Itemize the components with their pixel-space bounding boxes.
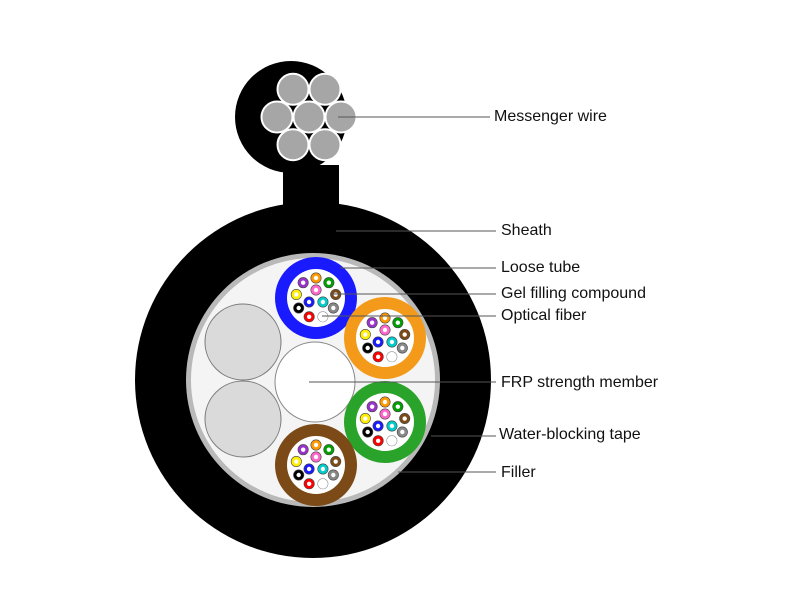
fiber-core [389, 438, 395, 443]
fiber-core [395, 404, 401, 409]
fiber-core [369, 320, 375, 325]
fiber-core [326, 447, 332, 452]
fiber-core [402, 416, 407, 421]
fiber-core [402, 332, 407, 337]
label-frp-strength-member: FRP strength member [501, 374, 659, 391]
fiber-core [320, 466, 326, 472]
fiber-core [375, 339, 381, 345]
fiber-core [306, 466, 312, 472]
fiber-core [320, 481, 326, 486]
messenger-strand [308, 72, 342, 106]
fiber-core [320, 314, 326, 319]
label-filler: Filler [501, 464, 536, 481]
messenger-strand [276, 128, 310, 162]
fiber-core [400, 345, 405, 351]
fiber-core [365, 429, 370, 435]
fiber-core [375, 354, 381, 359]
fiber-core [300, 447, 306, 452]
fiber-core [382, 399, 388, 405]
fiber-core [400, 429, 405, 435]
fiber-core [363, 332, 368, 337]
fiber-core [313, 275, 319, 281]
fiber-core [313, 454, 319, 460]
fiber-core [331, 472, 336, 478]
filler [204, 380, 282, 458]
fiber-core [369, 404, 375, 409]
fiber-core [363, 416, 368, 421]
fiber-core [382, 327, 388, 333]
label-optical-fiber: Optical fiber [501, 307, 587, 324]
fiber-core [382, 315, 388, 321]
filler [204, 303, 282, 381]
fiber-core [313, 287, 319, 293]
messenger-strand [308, 128, 342, 162]
fiber-core [300, 280, 306, 285]
fiber-core [389, 423, 395, 429]
messenger-strand [276, 72, 310, 106]
fiber-core [382, 411, 388, 417]
fiber-core [320, 299, 326, 305]
fiber-core [306, 481, 312, 486]
fiber-core [389, 354, 395, 359]
fiber-core [365, 345, 370, 351]
label-water-blocking-tape: Water-blocking tape [499, 426, 641, 443]
messenger-strand [292, 100, 326, 134]
fiber-core [331, 305, 336, 311]
fiber-core [333, 459, 338, 464]
fiber-core [294, 292, 299, 297]
fiber-core [306, 299, 312, 305]
fiber-core [296, 305, 301, 311]
messenger-strand [260, 100, 294, 134]
fiber-core [294, 459, 299, 464]
fiber-core [313, 442, 319, 448]
label-gel-filling-compound: Gel filling compound [501, 285, 646, 302]
fiber-core [395, 320, 401, 325]
fiber-core [296, 472, 301, 478]
label-loose-tube: Loose tube [501, 259, 581, 276]
fiber-core [375, 438, 381, 443]
fiber-core [333, 292, 338, 297]
fiber-core [375, 423, 381, 429]
label-messenger-wire: Messenger wire [494, 108, 607, 125]
fiber-core [389, 339, 395, 345]
label-sheath: Sheath [501, 222, 552, 239]
fiber-core [326, 280, 332, 285]
fiber-core [306, 314, 312, 319]
